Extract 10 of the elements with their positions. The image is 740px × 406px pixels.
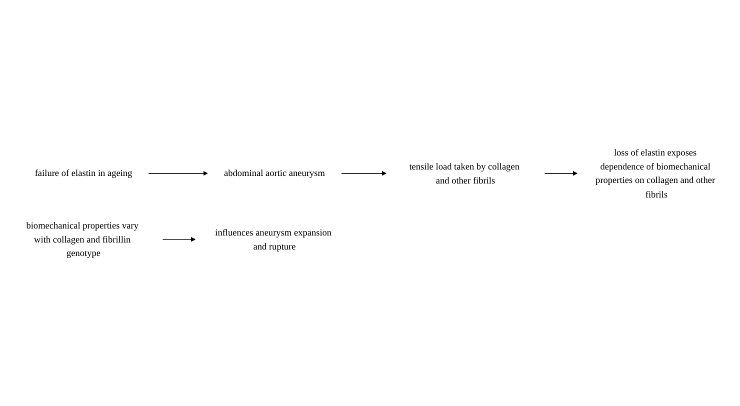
arrow [341, 171, 387, 176]
node-text: biomechanical properties vary with collagen and fibrillin genotype [26, 220, 139, 258]
arrow [148, 171, 208, 176]
node-text: loss of elastin exposes dependence of biomechanical properties on collagen and other fibrils [596, 147, 716, 200]
arrow [162, 237, 196, 242]
arrow [544, 171, 578, 176]
node-text: failure of elastin in ageing [34, 168, 132, 179]
node-text: tensile load taken by collagen and other fibrils [409, 161, 520, 186]
node-text: abdominal aortic aneurysm [224, 168, 325, 179]
node-text: influences aneurysm expansion and rupture [215, 227, 332, 252]
